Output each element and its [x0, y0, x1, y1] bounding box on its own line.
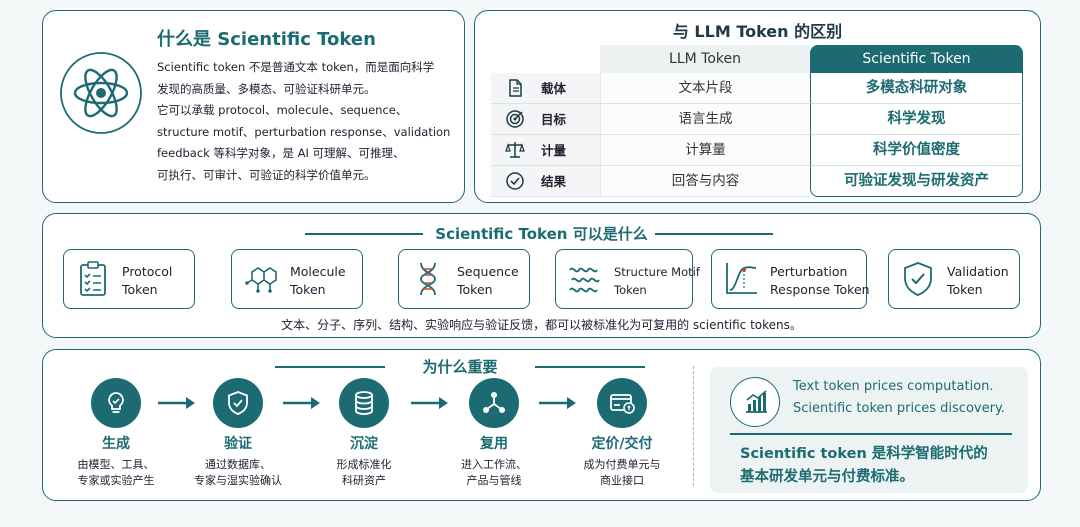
document-icon	[509, 79, 522, 97]
summary-box: Text token prices computation. Scientifi…	[710, 367, 1028, 493]
token-types-title: Scientific Token 可以是什么	[435, 225, 648, 243]
scientific-cell: 科学价值密度	[810, 135, 1023, 166]
divider	[693, 366, 694, 486]
row-label: 目标	[541, 112, 567, 127]
lightbulb-icon	[108, 392, 124, 413]
step-desc: 产品与管线	[466, 474, 522, 487]
llm-cell: 计算量	[600, 135, 810, 166]
scientific-cell: 可验证发现与研发资产	[810, 166, 1023, 197]
title-rule	[655, 233, 773, 235]
desc-line: feedback 等科学对象，是 AI 可理解、可推理、	[157, 146, 405, 160]
response-curve-icon	[726, 263, 757, 294]
target-icon	[506, 110, 524, 128]
title-rule	[305, 233, 423, 235]
step-desc: 通过数据库、	[205, 458, 271, 471]
atom-icon	[60, 52, 142, 134]
step-label: 生成	[102, 436, 130, 452]
summary-rule	[730, 433, 1012, 435]
scale-icon	[505, 142, 525, 158]
desc-line: 可执行、可审计、可验证的科学价值单元。	[157, 167, 376, 182]
network-share-icon	[483, 392, 505, 413]
desc-line: 它可以承载 protocol、molecule、sequence、	[157, 103, 408, 117]
why-title: 为什么重要	[422, 358, 498, 376]
quote-line: Scientific token prices discovery.	[793, 401, 1005, 416]
step-label: 定价/交付	[591, 436, 653, 452]
protein-structure-icon	[569, 267, 600, 293]
database-icon	[355, 391, 373, 415]
comparison-panel: 与 LLM Token 的区别 LLM Token Scientific Tok…	[474, 10, 1041, 203]
arrow-right-icon	[411, 397, 448, 409]
step-desc: 由模型、工具、	[77, 458, 155, 471]
llm-token-header: LLM Token	[600, 45, 810, 73]
quote-line: Text token prices computation.	[793, 379, 994, 394]
comparison-row-result: 结果 回答与内容 可验证发现与研发资产	[491, 166, 1023, 197]
card-payment-icon	[610, 394, 635, 414]
desc-line: structure motif、perturbation response、va…	[157, 124, 451, 139]
step-desc: 专家或实验产生	[77, 474, 155, 487]
summary-statement: Scientific token 是科学智能时代的	[740, 446, 988, 462]
scientific-cell: 科学发现	[810, 104, 1023, 135]
clipboard-checklist-icon	[80, 261, 106, 296]
step-desc: 专家与湿实验确认	[194, 474, 282, 487]
step-desc: 科研资产	[342, 474, 386, 487]
step-label: 复用	[480, 436, 508, 452]
title-rule	[535, 366, 645, 368]
why-panel: 为什么重要 生成 由模型、工具、 专家或实验产生 验证 通过数据库、 专家与湿实…	[42, 349, 1041, 501]
llm-cell: 文本片段	[600, 73, 810, 104]
row-label: 载体	[541, 81, 567, 96]
step-desc: 形成标准化	[336, 458, 392, 471]
comparison-row-carrier: 载体 文本片段 多模态科研对象	[491, 73, 1023, 104]
check-circle-icon	[506, 172, 524, 190]
step-label: 沉淀	[350, 436, 378, 452]
what-is-description: Scientific token 不是普通文本 token，而是面向科学 发现的…	[157, 57, 457, 186]
llm-cell: 回答与内容	[600, 166, 810, 197]
arrow-right-icon	[158, 397, 195, 409]
comparison-title: 与 LLM Token 的区别	[672, 22, 843, 41]
desc-line: 发现的高质量、多模态、可验证科研单元。	[157, 81, 376, 96]
dna-icon	[420, 262, 436, 296]
row-label: 计量	[541, 143, 567, 158]
comparison-row-metering: 计量 计算量 科学价值密度	[491, 135, 1023, 166]
shield-check-icon	[228, 391, 248, 415]
step-desc: 成为付费单元与	[583, 458, 661, 471]
token-types-footer: 文本、分子、序列、结构、实验响应与验证反馈，都可以被标准化为可复用的 scien…	[281, 318, 802, 332]
arrow-right-icon	[539, 397, 576, 409]
molecule-icon	[245, 267, 277, 293]
comparison-row-goal: 目标 语言生成 科学发现	[491, 104, 1023, 135]
title-rule	[275, 366, 385, 368]
what-is-title: 什么是 Scientific Token	[157, 29, 376, 50]
step-label: 验证	[224, 436, 252, 452]
arrow-right-icon	[283, 397, 320, 409]
shield-check-icon	[904, 262, 932, 296]
scientific-token-header: Scientific Token	[810, 45, 1023, 73]
growth-chart-icon	[746, 390, 767, 413]
what-is-panel: 什么是 Scientific Token Scientific token 不是…	[42, 10, 465, 203]
scientific-cell: 多模态科研对象	[810, 73, 1023, 104]
row-label: 结果	[541, 174, 567, 189]
step-desc: 商业接口	[600, 474, 644, 487]
summary-statement: 基本研发单元与付费标准。	[740, 469, 914, 485]
step-desc: 进入工作流、	[461, 458, 527, 471]
llm-cell: 语言生成	[600, 104, 810, 135]
desc-line: Scientific token 不是普通文本 token，而是面向科学	[157, 60, 435, 74]
